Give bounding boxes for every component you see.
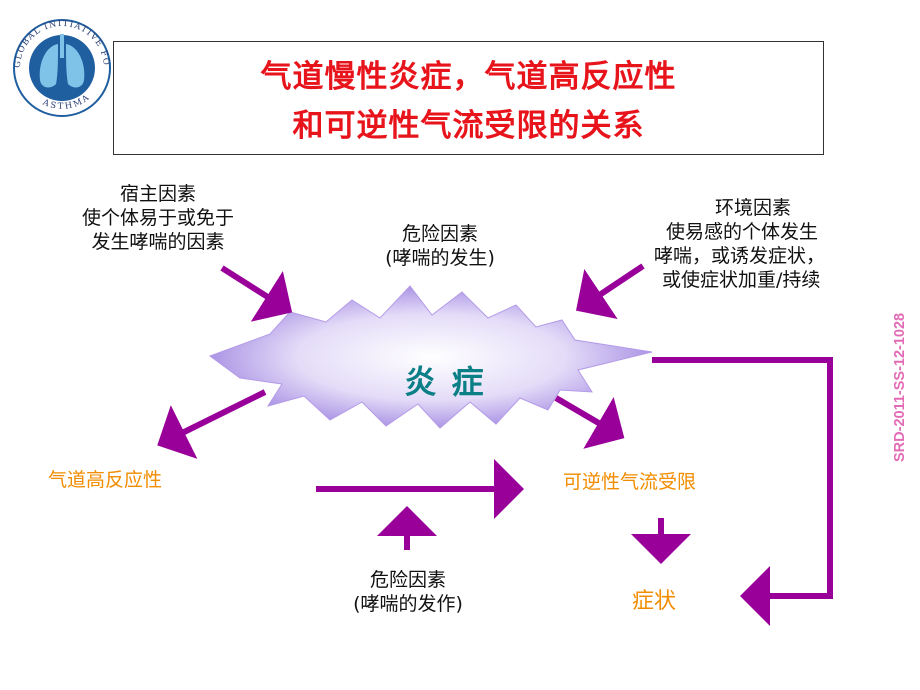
host-factors-line-2: 使个体易于或免于 — [81, 207, 234, 229]
arrow-inflammation-to-airflow-limitation — [554, 395, 625, 449]
host-factors-line-3: 发生哮喘的因素 — [91, 231, 225, 253]
right-lung-icon — [66, 44, 85, 88]
title-line-2: 和可逆性气流受限的关系 — [292, 108, 645, 144]
environment-line-2: 使易感的个体发生 — [666, 221, 819, 243]
risk-factors-onset-text: 危险因素 (哮喘的发生) — [355, 222, 525, 270]
side-code-text: SRD-2011-SS-12-1028 — [892, 313, 908, 462]
risk-onset-line-2: (哮喘的发生) — [385, 247, 495, 269]
risk-exacerbation-line-2: (哮喘的发作) — [353, 593, 463, 615]
arrow-inflammation-to-hyperresponsiveness — [157, 389, 267, 459]
environment-line-4: 或使症状加重/持续 — [662, 269, 821, 291]
host-factors-line-1: 宿主因素 — [119, 183, 196, 205]
host-factors-text: 宿主因素 使个体易于或免于 发生哮喘的因素 — [38, 182, 278, 254]
inflammation-burst — [208, 285, 653, 429]
symptoms-label: 症状 — [632, 589, 677, 614]
arrow-environment-to-inflammation — [576, 263, 645, 319]
logo-outer-ring — [13, 19, 111, 117]
environment-line-3: 哮喘，或诱发症状， — [654, 245, 826, 267]
title-line-1: 气道慢性炎症，气道高反应性 — [260, 59, 677, 95]
reversible-airflow-limitation-label: 可逆性气流受限 — [563, 471, 697, 493]
left-lung-icon — [39, 44, 58, 88]
risk-onset-line-1: 危险因素 — [401, 223, 478, 245]
risk-exacerbation-line-1: 危险因素 — [369, 569, 446, 591]
airway-hyperresponsiveness-label: 气道高反应性 — [48, 469, 163, 491]
environment-factors-text: 环境因素 使易感的个体发生 哮喘，或诱发症状， 或使症状加重/持续 — [650, 196, 880, 292]
side-code: SRD-2011-SS-12-1028 — [892, 313, 908, 462]
title-box: 气道慢性炎症，气道高反应性 和可逆性气流受限的关系 — [113, 41, 824, 155]
risk-factors-exacerbation-text: 危险因素 (哮喘的发作) — [318, 568, 498, 616]
environment-line-1: 环境因素 — [715, 197, 792, 219]
arrow-inflammation-to-symptoms — [652, 357, 833, 626]
trachea-icon — [60, 34, 64, 58]
inflammation-label: 炎 症 — [404, 363, 486, 401]
gina-asthma-logo: GLOBAL INITIATIVE FOR ASTHMA — [6, 8, 111, 117]
arrow-host-to-inflammation — [220, 265, 293, 322]
